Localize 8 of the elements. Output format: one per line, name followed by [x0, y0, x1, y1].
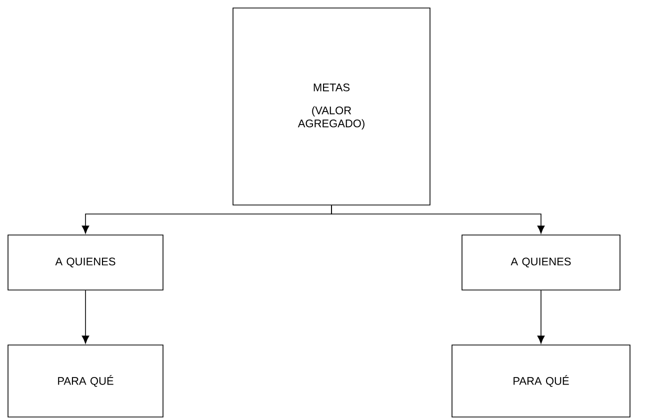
- process-box: PARA QUÉ: [452, 344, 630, 418]
- process-box: A QUIENES: [8, 234, 164, 290]
- arrow: [331, 204, 545, 234]
- process-box: METAS (VALOR AGREGADO): [232, 8, 430, 206]
- process-box: A QUIENES: [462, 234, 620, 290]
- arrow: [82, 290, 90, 344]
- process-box: PARA QUÉ: [8, 344, 164, 418]
- arrow: [537, 290, 545, 344]
